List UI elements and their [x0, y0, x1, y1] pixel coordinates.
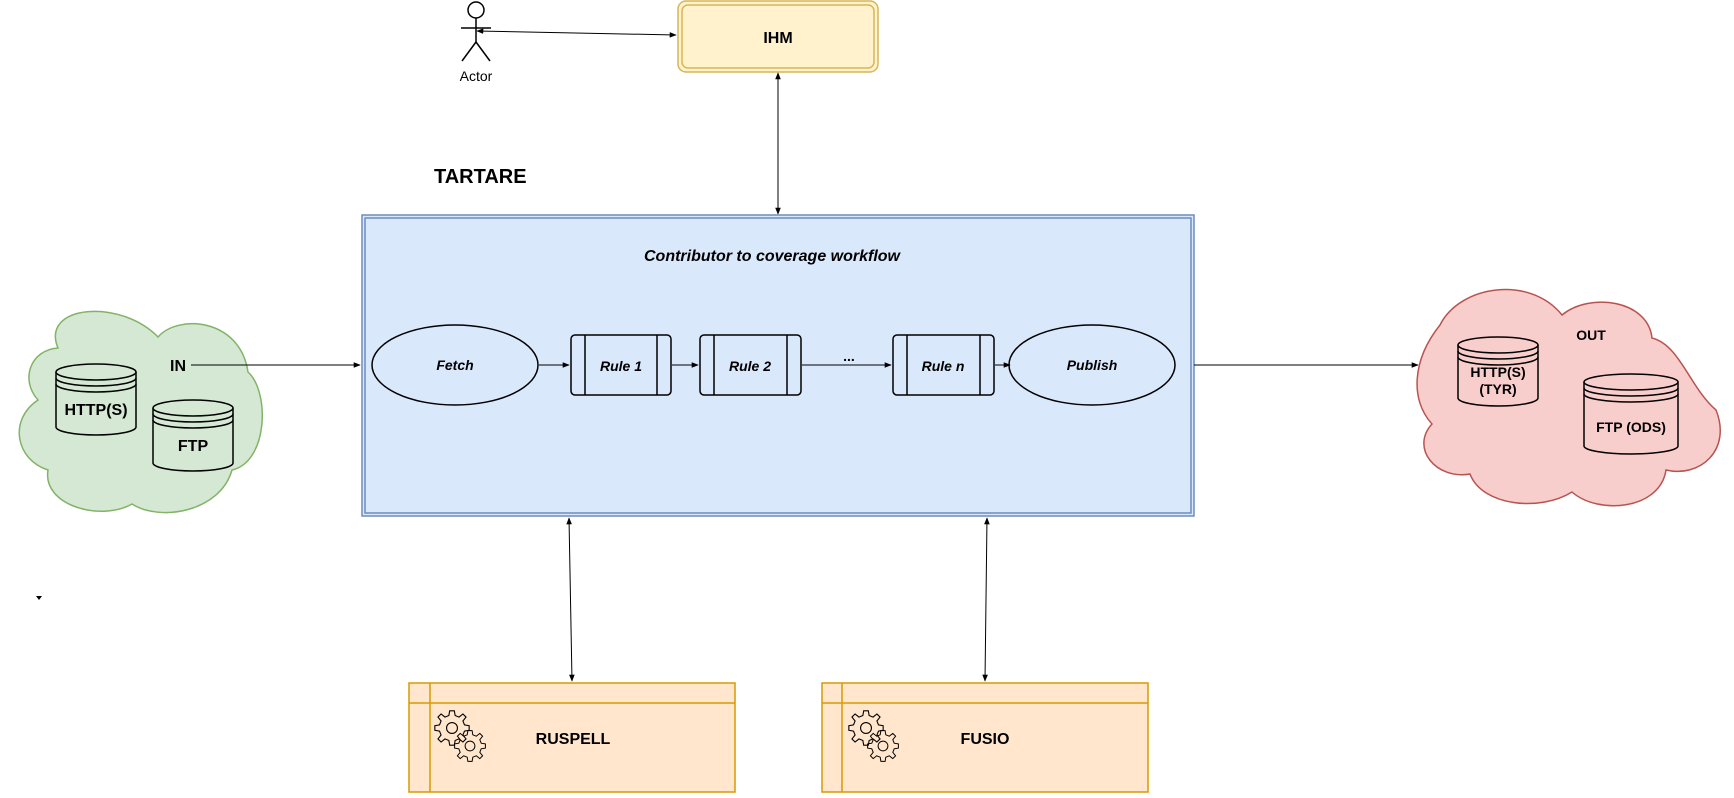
ellipsis-label: ...: [843, 348, 855, 364]
fetch-label: Fetch: [436, 357, 473, 373]
out-ftp-store-icon: [1583, 373, 1679, 455]
rule-2-step[interactable]: [699, 334, 802, 396]
publish-label: Publish: [1067, 357, 1118, 373]
out-label: OUT: [1576, 327, 1606, 343]
workflow-fusio-connector: [982, 517, 990, 682]
workflow-title: Contributor to coverage workflow: [644, 248, 902, 265]
fusio-box[interactable]: [821, 682, 1149, 793]
ihm-label: IHM: [763, 30, 792, 47]
out-ftp-store-label: FTP (ODS): [1596, 419, 1666, 435]
out-https-store-icon: [1457, 336, 1539, 407]
workflow-ruspell-connector: [566, 517, 575, 682]
in-label: IN: [170, 358, 186, 375]
rule-1-step[interactable]: [570, 334, 672, 396]
in-ftp-store-icon: [152, 399, 234, 472]
in-https-store-icon: [55, 363, 137, 436]
rule-n-step[interactable]: [892, 334, 995, 396]
actor-ihm-connector: [476, 28, 677, 38]
fetch-step[interactable]: [371, 324, 539, 406]
ihm-box[interactable]: [677, 0, 879, 73]
rule-n-label: Rule n: [922, 358, 965, 374]
rule-1-label: Rule 1: [600, 358, 642, 374]
rule-2-label: Rule 2: [729, 358, 771, 374]
small-caret-icon: [36, 596, 42, 600]
out-https-store-label-line2: (TYR): [1479, 381, 1516, 397]
out-https-store-label-line1: HTTP(S): [1470, 364, 1525, 380]
tartare-title: TARTARE: [434, 166, 527, 188]
actor-icon: [461, 1, 491, 62]
fusio-label: FUSIO: [961, 731, 1010, 748]
actor-label: Actor: [460, 68, 493, 84]
ruspell-label: RUSPELL: [536, 731, 611, 748]
ruspell-box[interactable]: [408, 682, 736, 793]
in-https-store-label: HTTP(S): [64, 402, 127, 419]
in-ftp-store-label: FTP: [178, 438, 209, 455]
